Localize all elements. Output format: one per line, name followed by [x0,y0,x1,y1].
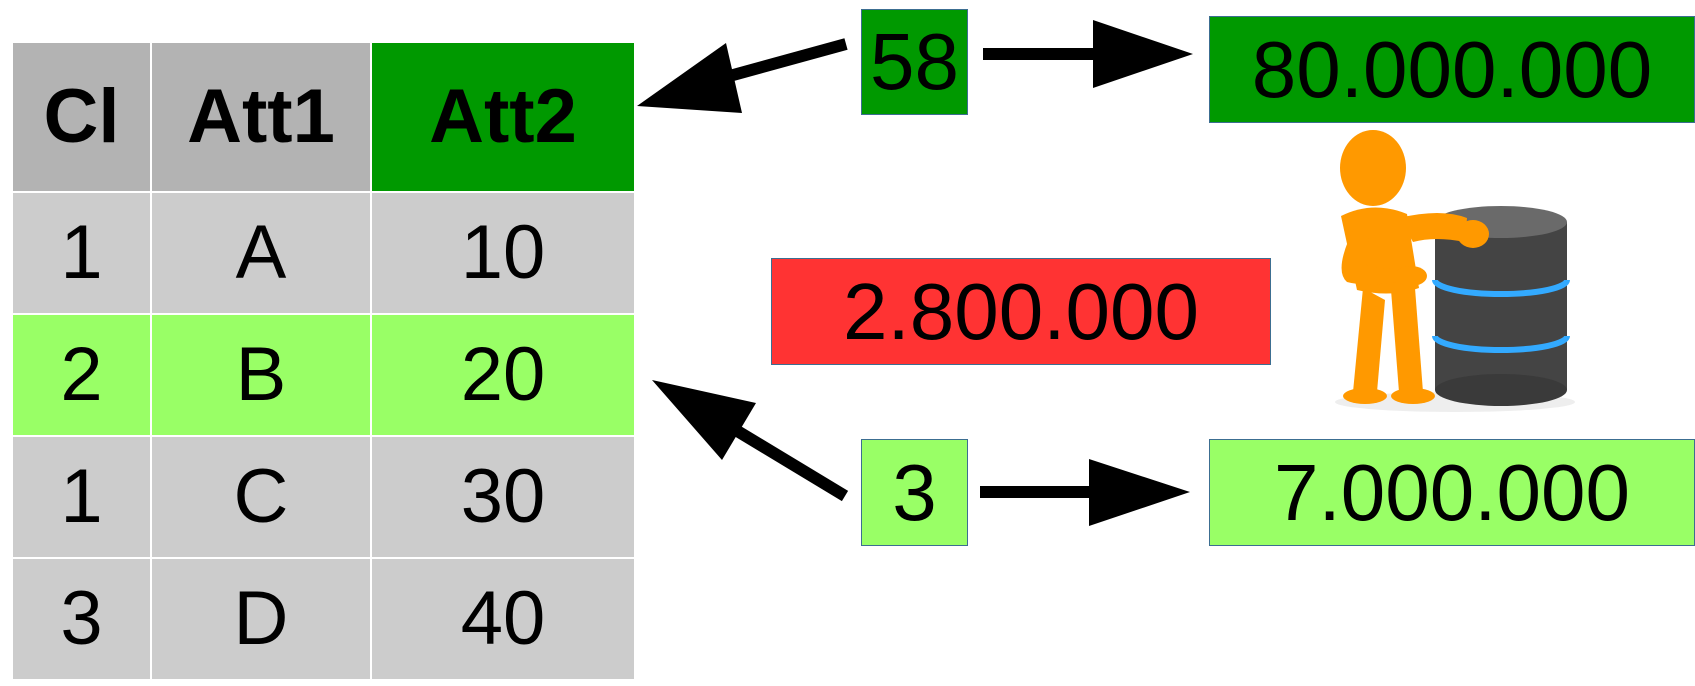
arrow-icon [983,20,1193,88]
header-cl: Cl [11,41,152,193]
cell: 30 [370,435,636,559]
cell: D [150,557,372,681]
cell: B [150,313,372,437]
table-row: 1 C 30 [11,435,636,559]
bottom-count-box: 3 [861,439,968,546]
top-total-box: 80.000.000 [1209,16,1695,123]
cell: 3 [11,557,152,681]
header-att1: Att1 [150,41,372,193]
table-row-highlighted: 2 B 20 [11,313,636,437]
cell: 1 [11,191,152,315]
arrow-icon [652,380,849,502]
cell: 40 [370,557,636,681]
middle-total-box: 2.800.000 [771,258,1271,365]
cell: 1 [11,435,152,559]
person-with-database-icon [1335,130,1575,412]
bottom-total-box: 7.000.000 [1209,439,1695,546]
cell: C [150,435,372,559]
cell: 20 [370,313,636,437]
cell: 2 [11,313,152,437]
table-header-row: Cl Att1 Att2 [11,41,636,193]
person-icon [1340,130,1489,404]
table-row: 1 A 10 [11,191,636,315]
arrow-icon [637,38,848,113]
arrow-icon [980,459,1190,526]
database-icon [1432,206,1570,406]
cell: A [150,191,372,315]
cell: 10 [370,191,636,315]
data-table: Cl Att1 Att2 1 A 10 2 B 20 1 C 30 3 D 40 [11,41,636,681]
top-count-box: 58 [861,9,968,115]
table-row: 3 D 40 [11,557,636,681]
header-att2: Att2 [370,41,636,193]
